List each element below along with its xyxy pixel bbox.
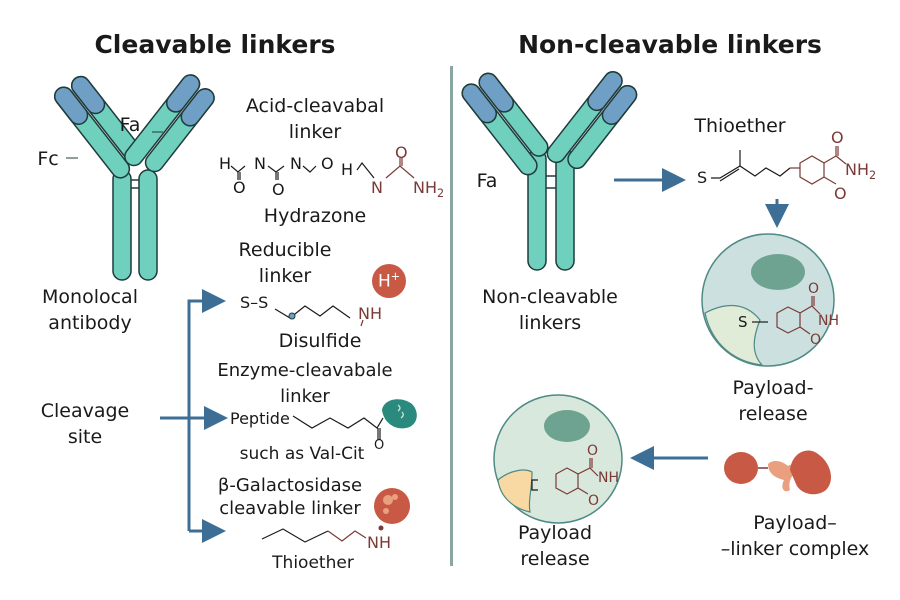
cell-top-ring-oxygen: O — [810, 332, 822, 348]
complex-caption-line2: –linker complex — [720, 538, 870, 560]
atom-nh2: NH2 — [413, 178, 445, 201]
cell-top-carbonyl: O — [808, 281, 820, 297]
enzyme-linker-title-line2: linker — [280, 386, 330, 407]
galactosidase-linker-title: β-Galactosidase cleavable linker — [205, 474, 375, 520]
disulfide-structure-icon — [274, 305, 364, 327]
fc-label: Fc — [37, 148, 59, 170]
peptide-chain-icon — [292, 415, 384, 440]
non-cleavable-caption-line2: linkers — [518, 312, 582, 334]
acid-linker-title-line1: Acid-cleavabal — [245, 95, 385, 117]
reducible-linker-title-line2: linker — [258, 265, 312, 287]
flow-arrows — [614, 168, 789, 470]
atom-o: O — [395, 143, 408, 162]
payload-release-top-line2: release — [738, 403, 808, 425]
val-cit-label: such as Val-Cit — [239, 444, 365, 464]
cell-bottom-carbonyl: O — [587, 443, 599, 459]
galactosidase-amine: NH — [367, 533, 391, 552]
atom-n: N — [254, 154, 266, 173]
reducible-linker-title: Reducible linker — [220, 237, 350, 289]
thioether-sulfur: S — [697, 168, 708, 187]
antibody-caption: Monolocal antibody — [20, 284, 160, 336]
proton-badge-icon — [372, 264, 406, 298]
right-antibody-icon — [461, 71, 638, 271]
payload-linker-complex-caption: Payload– –linker complex — [700, 510, 890, 562]
non-cleavable-caption: Non-cleavable linkers — [470, 284, 630, 336]
thioether-title: Thioether — [694, 115, 786, 137]
atom-o: O — [233, 178, 246, 197]
hydrazone-label: Hydrazone — [263, 205, 367, 227]
complex-caption-line1: Payload– — [753, 512, 837, 534]
right-panel-title: Non-cleavable linkers — [518, 30, 822, 59]
payload-release-top-caption: Payload- release — [718, 375, 828, 427]
acid-linker-title-line2: linker — [288, 121, 342, 143]
atom-h: H — [219, 154, 232, 173]
payload-release-bottom-caption: Payload release — [500, 520, 610, 572]
enzyme-linker-title: Enzyme-cleavabale linker — [210, 358, 400, 410]
galactosidase-title-line1: β-Galactosidase — [217, 475, 363, 496]
thioether-payload-structure-icon — [711, 146, 847, 185]
cell-top-amide: NH — [818, 313, 839, 329]
thioether-carbonyl: O — [831, 128, 844, 147]
atom-n: N — [290, 154, 302, 173]
target-cell-top-icon — [701, 233, 835, 367]
cleavage-site-label: Cleavage site — [30, 398, 140, 450]
galactosidase-enzyme-icon — [374, 488, 410, 531]
target-cell-bottom-icon — [493, 394, 623, 524]
cell-bottom-ring-oxygen: O — [588, 493, 600, 509]
monoclonal-antibody-icon — [53, 74, 215, 281]
cell-bottom-amide: NH — [598, 470, 619, 486]
cleavage-site-line1: Cleavage — [40, 400, 130, 422]
left-panel-title: Cleavable linkers — [94, 30, 336, 59]
thioether-chain-icon — [261, 528, 367, 543]
galactosidase-title-line2: cleavable linker — [219, 498, 361, 519]
disulfide-prefix: S–S — [240, 293, 269, 312]
acid-linker-title: Acid-cleavabal linker — [230, 93, 400, 145]
cell-top-sulfur: S — [738, 313, 748, 331]
enzyme-blob-icon — [382, 399, 417, 429]
reducible-linker-title-line1: Reducible — [238, 239, 332, 261]
antibody-caption-line2: antibody — [48, 312, 132, 334]
atom-o: O — [321, 154, 334, 173]
proton-badge-label: H+ — [377, 270, 401, 292]
thioether-amide: NH2 — [845, 160, 877, 183]
payload-release-top-line1: Payload- — [732, 377, 814, 399]
atom-o: O — [272, 180, 285, 199]
payload-linker-complex-icon — [724, 450, 832, 495]
cleavage-site-arrows — [160, 289, 228, 543]
fa-label: Fa — [119, 114, 141, 136]
atom-h: H — [341, 160, 354, 179]
disulfide-label: Disulfide — [278, 330, 362, 352]
atom-n: N — [371, 178, 383, 197]
peptide-prefix: Peptide — [230, 409, 290, 428]
peptide-carbonyl: O — [374, 438, 385, 453]
disulfide-amine: NH — [358, 304, 382, 323]
hydrazone-structure-icon — [230, 158, 415, 180]
payload-release-bottom-line1: Payload — [517, 522, 593, 544]
right-fa-label: Fa — [476, 170, 498, 192]
non-cleavable-caption-line1: Non-cleavable — [482, 286, 618, 308]
panel-divider — [450, 66, 453, 566]
antibody-caption-line1: Monolocal — [42, 286, 138, 308]
payload-release-bottom-line2: release — [520, 548, 590, 570]
thioether-label-left: Thioether — [272, 553, 354, 573]
cleavage-site-line2: site — [67, 426, 103, 448]
thioether-ring-oxygen: O — [834, 184, 847, 203]
enzyme-linker-title-line1: Enzyme-cleavabale — [217, 360, 393, 381]
